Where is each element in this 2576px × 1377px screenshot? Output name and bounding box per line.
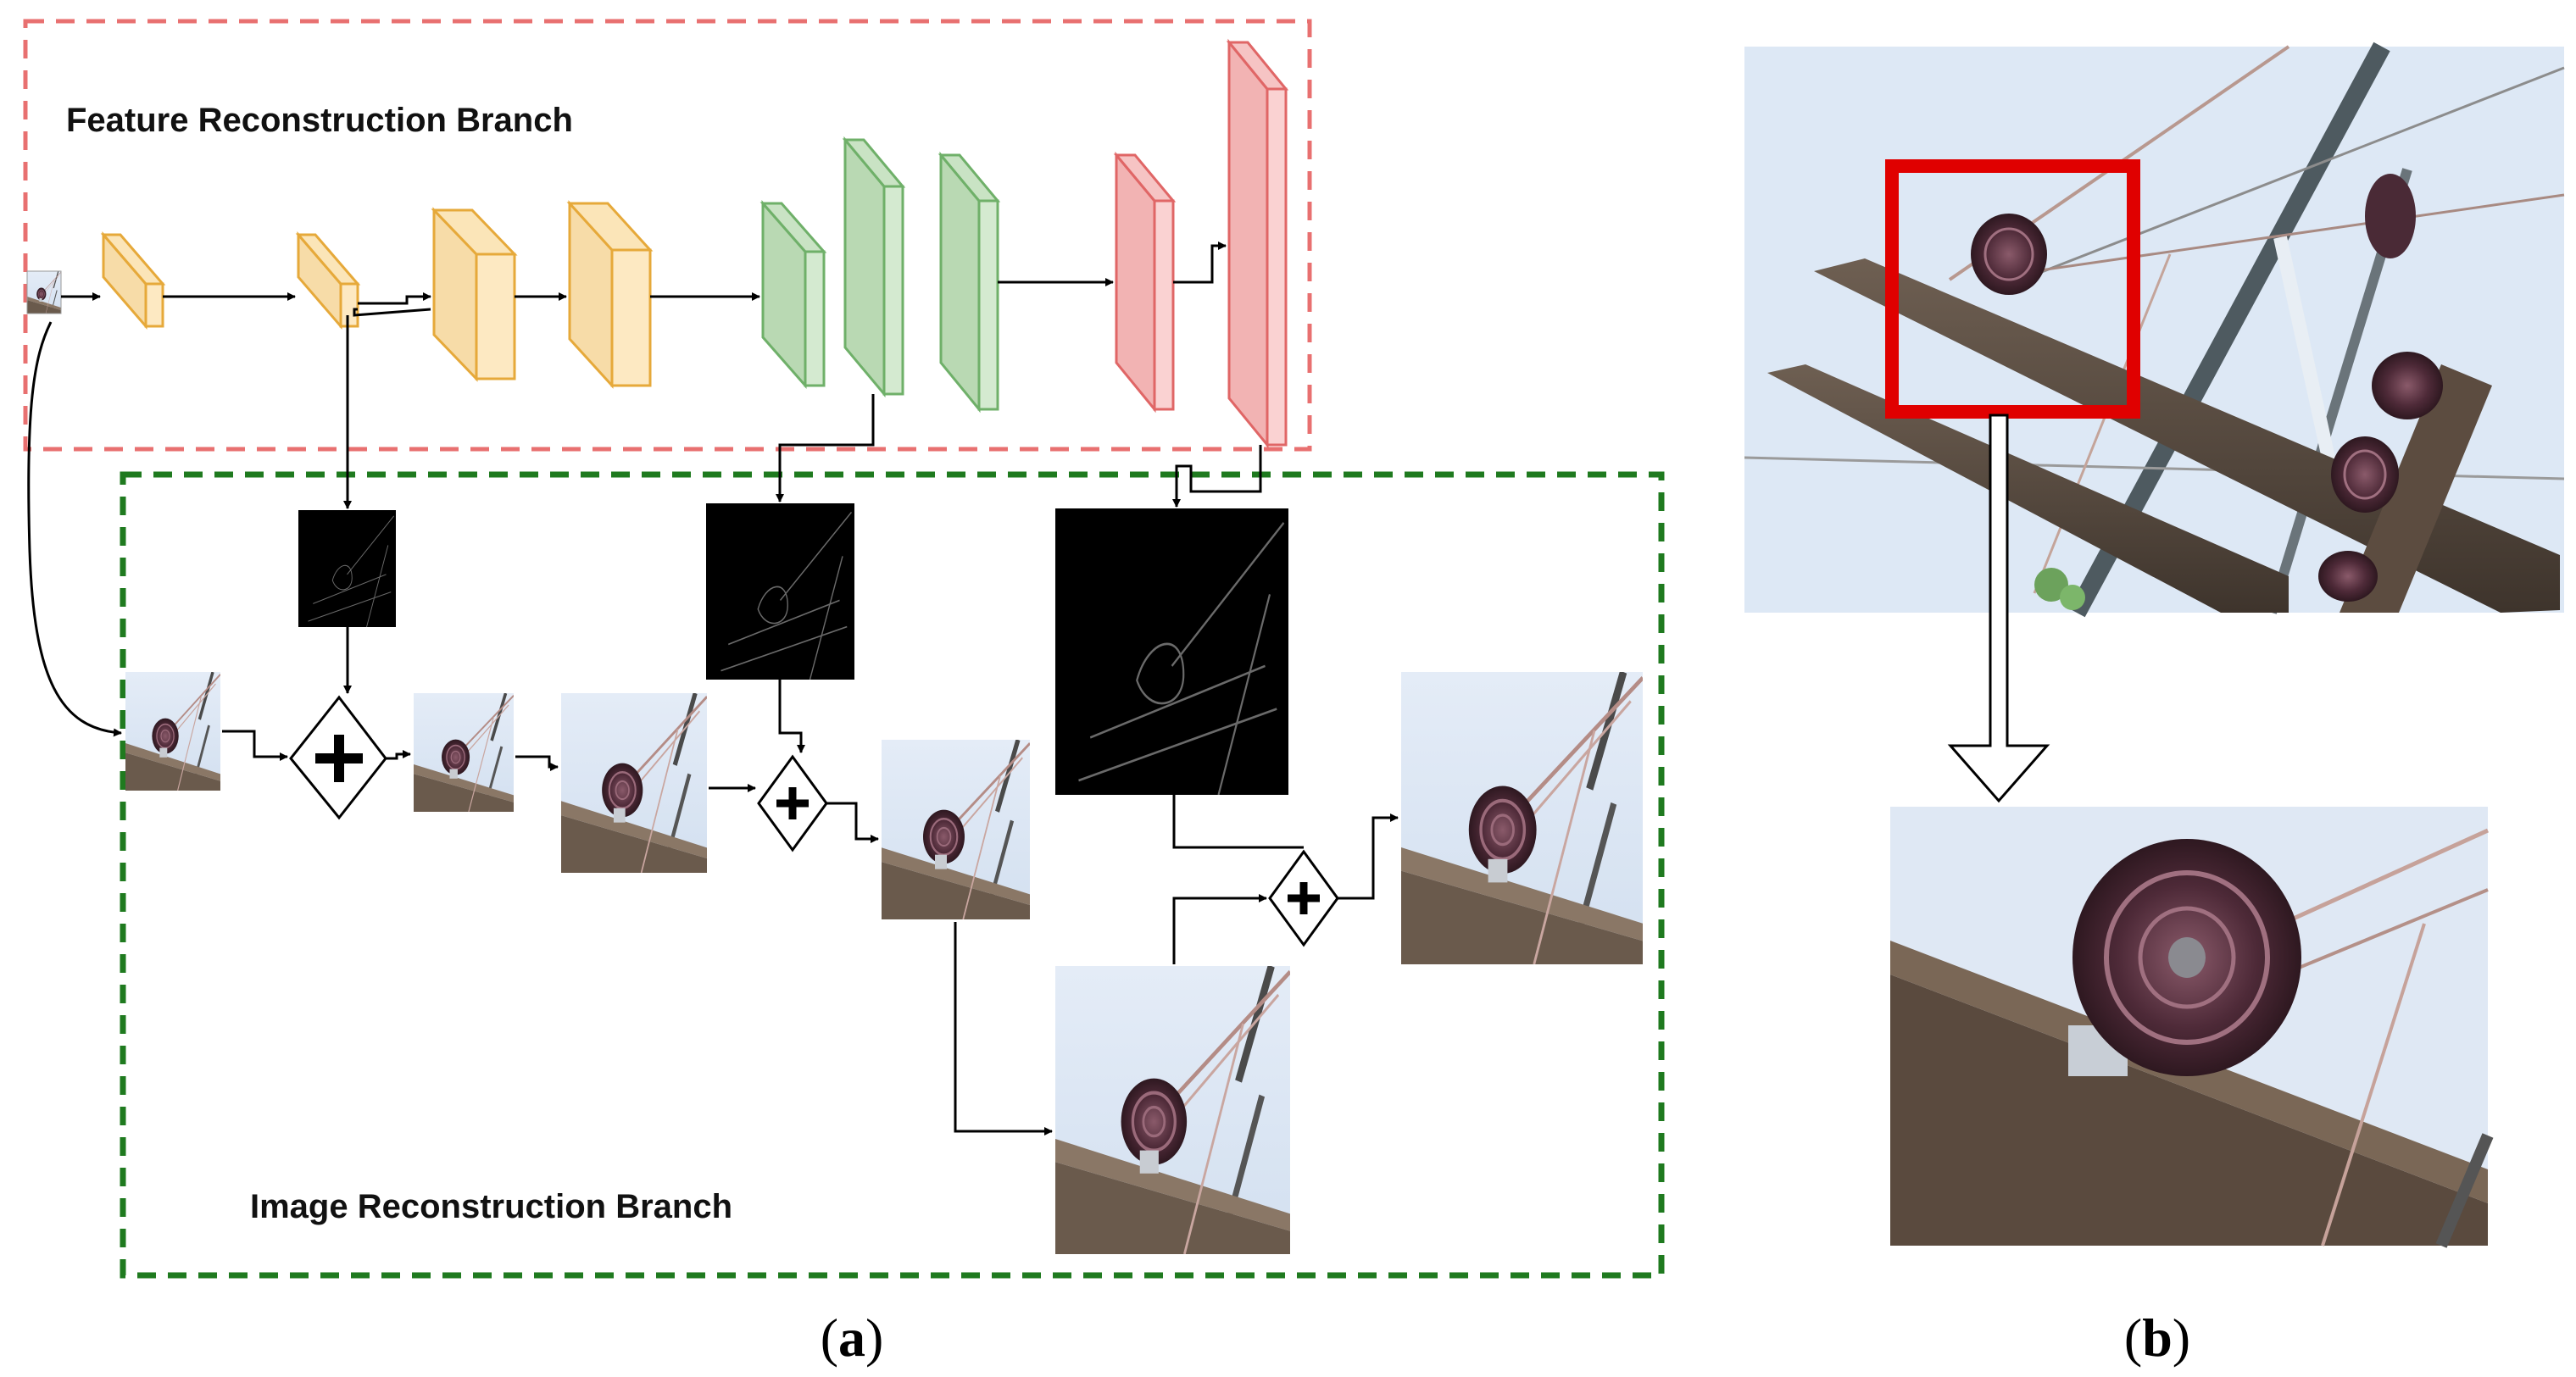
upsample-layer-2 bbox=[1226, 38, 1289, 449]
panel-b: (b) bbox=[1744, 42, 2565, 1368]
panel-b-label: (b) bbox=[2124, 1308, 2190, 1368]
conv-layer-3 bbox=[431, 207, 518, 382]
panel-a-label: (a) bbox=[821, 1308, 884, 1368]
image-branch-title: Image Reconstruction Branch bbox=[250, 1188, 732, 1225]
feature-branch-title: Feature Reconstruction Branch bbox=[66, 102, 573, 139]
intermediate-image-4 bbox=[1055, 966, 1290, 1254]
scene-photo bbox=[1744, 42, 2565, 618]
feature-branch-border bbox=[23, 19, 1312, 452]
image-branch-border bbox=[120, 471, 1665, 1279]
upsample-layer-1 bbox=[1113, 151, 1177, 414]
input-image-thumbnail bbox=[26, 270, 62, 314]
panel-a: Feature Reconstruction Branch Image Reco… bbox=[23, 19, 1665, 1368]
add-operator-2 bbox=[757, 754, 828, 852]
zoom-in-arrow-icon bbox=[1947, 414, 2050, 803]
intermediate-image-3 bbox=[882, 740, 1030, 919]
edge-map-3 bbox=[1055, 508, 1288, 795]
conv-layer-5 bbox=[759, 200, 827, 389]
edge-map-2 bbox=[706, 503, 854, 680]
feature-branch-arrows bbox=[27, 242, 1262, 737]
conv-layer-4 bbox=[566, 200, 654, 389]
intermediate-image-1 bbox=[414, 693, 514, 812]
conv-layer-2 bbox=[295, 230, 361, 330]
zoom-region-highlight bbox=[1885, 159, 2140, 419]
image-branch-arrows bbox=[222, 627, 1399, 1135]
intermediate-image-2 bbox=[561, 693, 707, 873]
zoomed-crop-photo bbox=[1890, 807, 2494, 1248]
conv-layer-1 bbox=[100, 230, 166, 330]
conv-layer-6 bbox=[842, 136, 906, 398]
conv-layer-7 bbox=[937, 151, 1001, 414]
output-image bbox=[1401, 672, 1643, 964]
add-operator-3 bbox=[1268, 849, 1339, 947]
add-operator-1 bbox=[289, 695, 387, 820]
edge-map-1 bbox=[298, 510, 396, 627]
input-image-small bbox=[125, 672, 220, 791]
